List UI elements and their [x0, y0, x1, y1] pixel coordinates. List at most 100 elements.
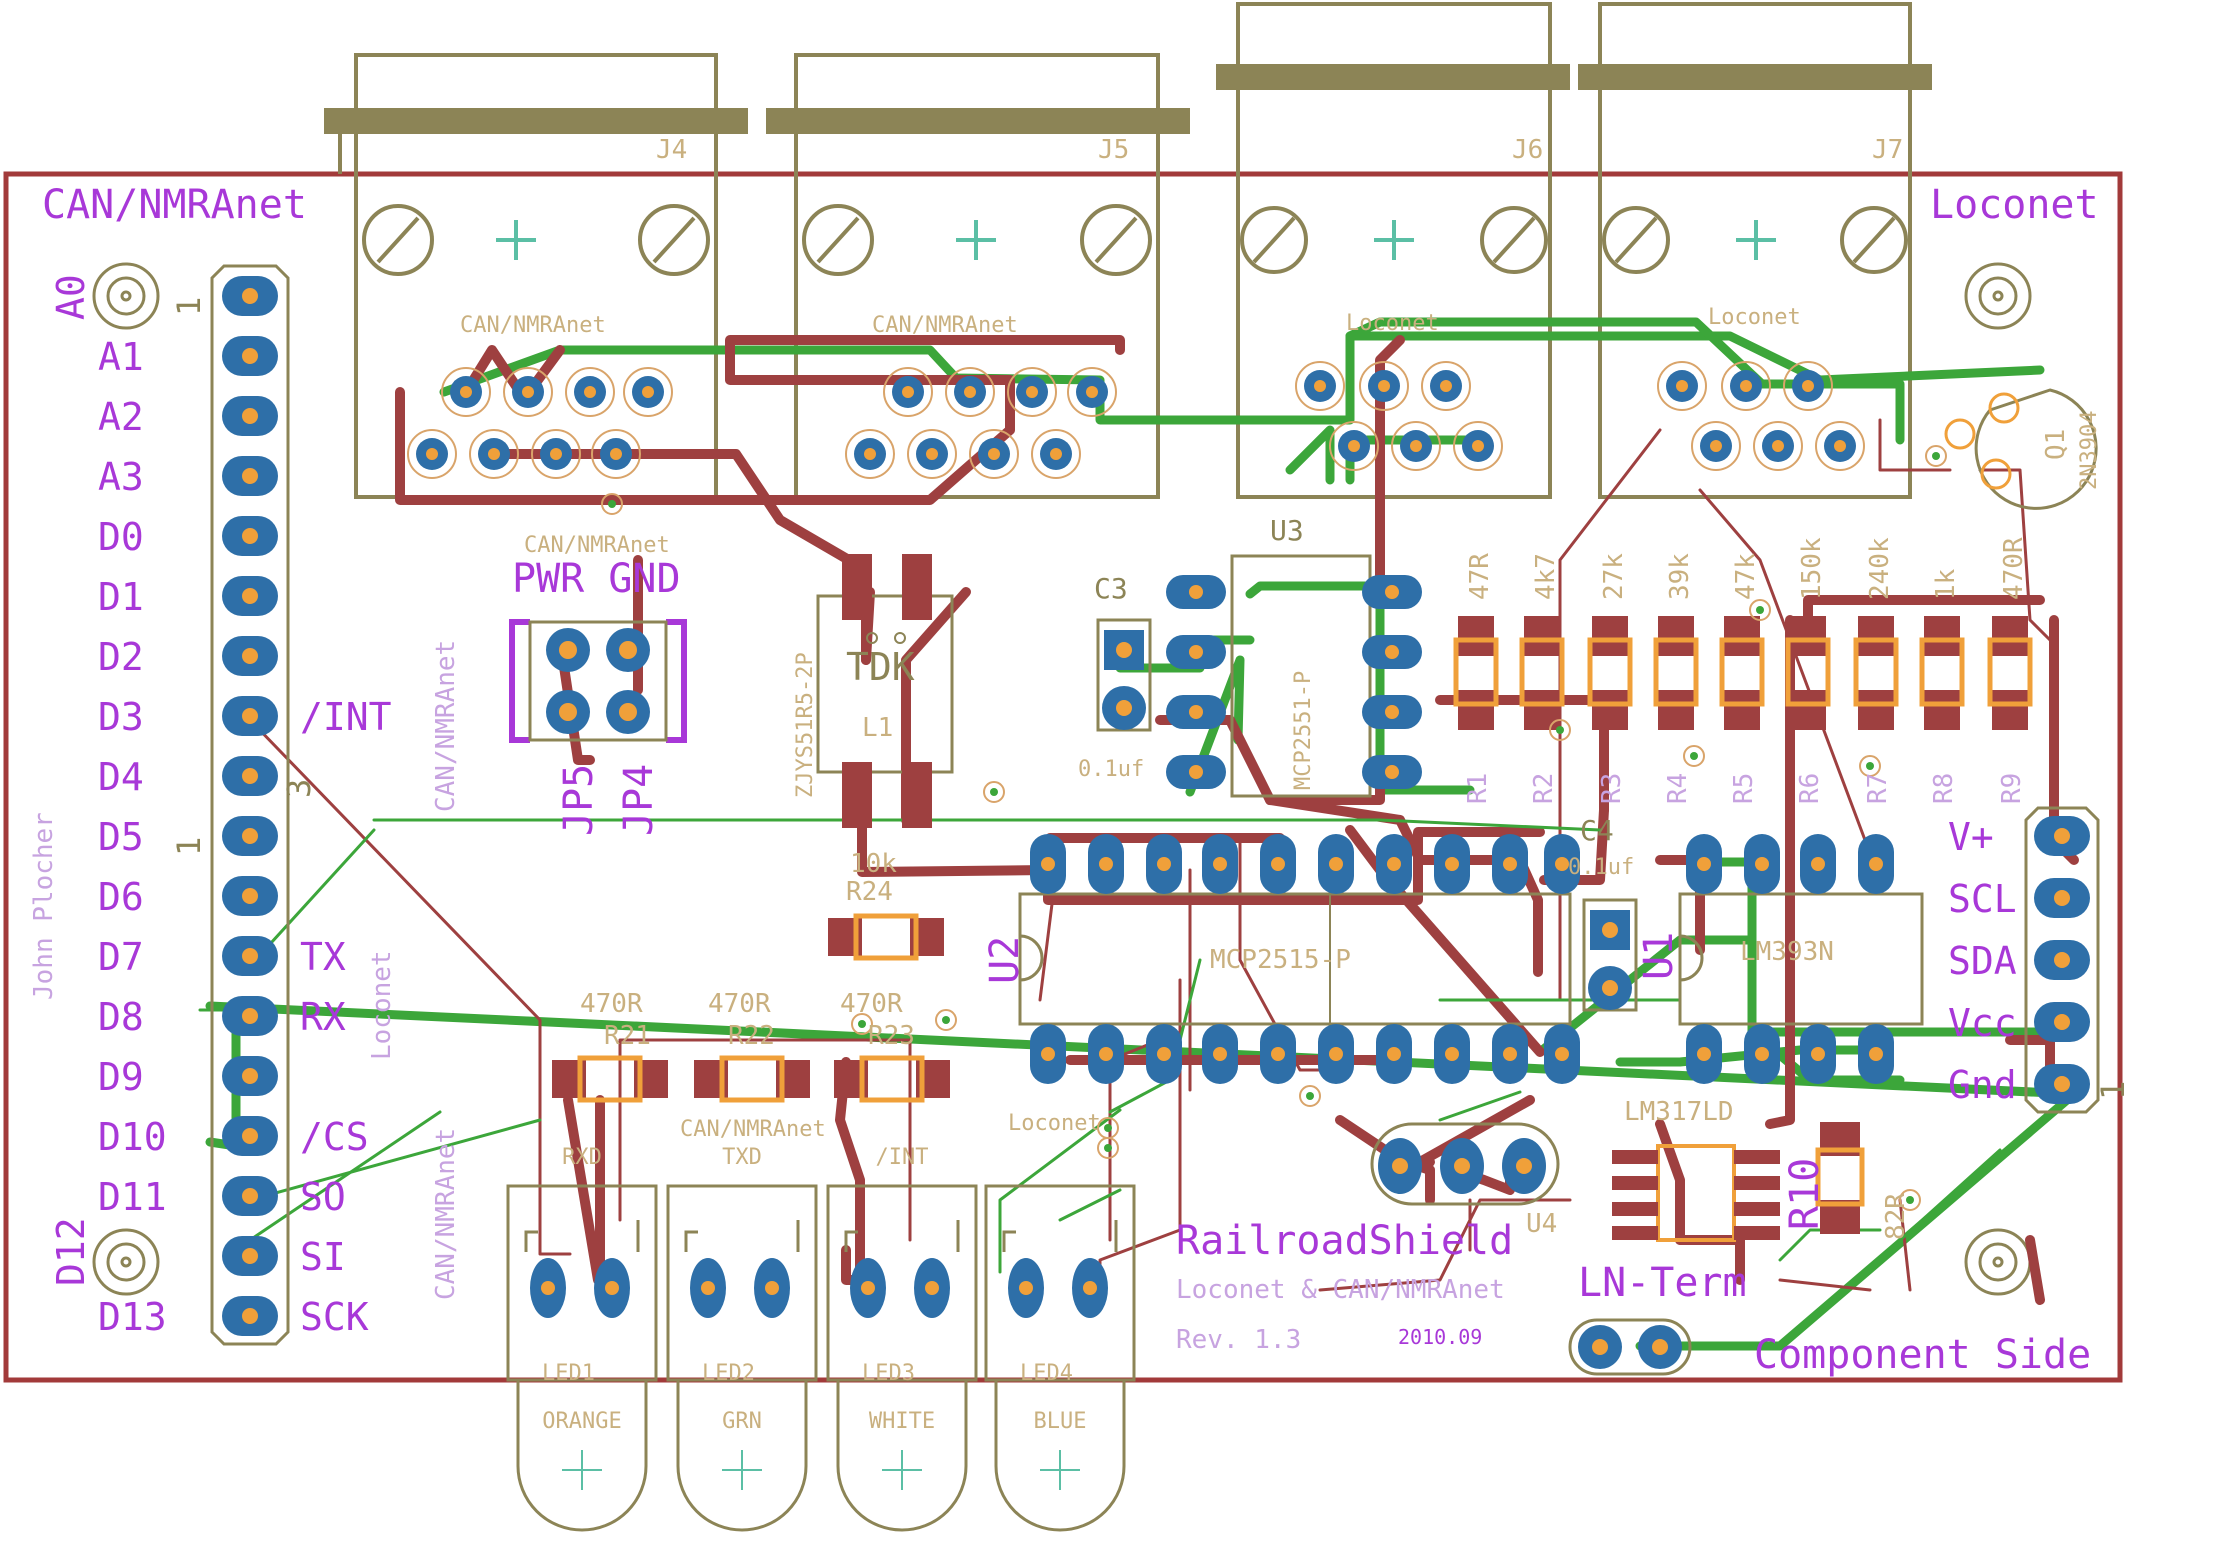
header-pad-d11 — [222, 1176, 278, 1216]
led-row — [506, 1184, 1136, 1532]
via — [1899, 1189, 1921, 1211]
r10-value: 82R — [1881, 1193, 1911, 1240]
header-pad-d4 — [222, 756, 278, 796]
board-date: 2010.09 — [1398, 1325, 1482, 1349]
resistor-r21 — [552, 1055, 668, 1103]
connector-j6 — [1216, 2, 1570, 499]
u1-pin — [1744, 834, 1780, 894]
u2-pin — [1318, 1024, 1354, 1084]
led-color-led4: BLUE — [1034, 1409, 1087, 1434]
vias — [601, 445, 1947, 1211]
via-drill — [1932, 452, 1940, 460]
led-led1 — [506, 1184, 658, 1532]
right-pin-label-gnd: Gnd — [1948, 1063, 2017, 1107]
header-pad-d12 — [222, 1236, 278, 1276]
c3-ref: C3 — [1094, 572, 1128, 605]
l1-ref: L1 — [862, 713, 893, 743]
pin-label-a0: A0 — [49, 274, 93, 320]
pin-label-a2: A2 — [98, 395, 144, 439]
j6-label: Loconet — [1346, 311, 1439, 336]
header-left-pads — [222, 276, 278, 1336]
resistor-value-r9: 470R — [1999, 537, 2029, 600]
via — [1683, 745, 1705, 767]
header-right-pad-sda — [2034, 940, 2090, 980]
pin-label-d10: D10 — [98, 1115, 167, 1159]
resistor-ref-r8: R8 — [1929, 773, 1959, 804]
led-color-led1: ORANGE — [542, 1409, 621, 1434]
resistor-r22 — [694, 1055, 810, 1103]
j5-bottom-pin — [1031, 429, 1081, 479]
u1-ref: U1 — [1636, 932, 1682, 980]
via — [983, 781, 1005, 803]
resistor-value-r8: 1k — [1931, 568, 1961, 600]
right-pin-label-sda: SDA — [1948, 939, 2017, 983]
led-ref-led3: LED3 — [862, 1361, 915, 1386]
u2-ref: U2 — [982, 936, 1028, 984]
u2-pin — [1492, 1024, 1528, 1084]
via — [1299, 1085, 1321, 1107]
j7-bottom-pin — [1815, 421, 1865, 471]
resistor-r6 — [1785, 616, 1831, 730]
via-drill — [1866, 762, 1874, 770]
u2-pin — [1202, 1024, 1238, 1084]
u1-pin — [1858, 1024, 1894, 1084]
u2-pin — [1030, 834, 1066, 894]
r21-value: 470R — [580, 989, 643, 1019]
resistor-value-r3: 27k — [1599, 553, 1629, 600]
jumper-title: PWR GND — [512, 556, 681, 602]
header-right-outline — [2024, 806, 2100, 1114]
j5-top-pin — [945, 367, 995, 417]
resistor-bank — [1453, 616, 2033, 730]
u1-pin — [1686, 1024, 1722, 1084]
connector-j5 — [766, 53, 1190, 499]
chip-u3 — [1230, 554, 1372, 798]
via — [851, 1013, 873, 1035]
connector-j7 — [1578, 2, 1932, 499]
pin-function-d7: TX — [300, 935, 346, 979]
via-drill — [1306, 1092, 1314, 1100]
pin-label-d9: D9 — [98, 1055, 144, 1099]
j7-label: Loconet — [1708, 305, 1801, 330]
header-right-pad-vplus — [2034, 816, 2090, 856]
pin-label-d8: D8 — [98, 995, 144, 1039]
u2-pin — [1030, 1024, 1066, 1084]
resistor-bank-labels: 47RR14k7R227kR339kR447kR5150kR6240kR71kR… — [1463, 537, 2029, 804]
led-ref-led2: LED2 — [702, 1361, 755, 1386]
resistor-value-r7: 240k — [1865, 537, 1895, 600]
pin-function-d13: SCK — [300, 1295, 369, 1339]
j6-top-pin — [1359, 361, 1409, 411]
pin-label-d11: D11 — [98, 1175, 167, 1219]
j7-bottom-pin — [1753, 421, 1803, 471]
j6-top-pin — [1295, 361, 1345, 411]
header-pad-a2 — [222, 396, 278, 436]
u1-pin — [1800, 834, 1836, 894]
resistor-r5 — [1719, 616, 1765, 730]
via-drill — [1690, 752, 1698, 760]
header-num-3: 3 — [280, 779, 318, 798]
j7-top-pin — [1657, 361, 1707, 411]
j7-top-pin — [1783, 361, 1833, 411]
board-subtitle: Loconet & CAN/NMRAnet — [1176, 1275, 1505, 1305]
j4-bottom-pin — [591, 429, 641, 479]
right-pin-label-vcc: Vcc — [1948, 1001, 2017, 1045]
header-pad-d3 — [222, 696, 278, 736]
via-drill — [608, 500, 616, 508]
header-pad-a1 — [222, 336, 278, 376]
via — [1925, 445, 1947, 467]
j7-bottom-pin — [1691, 421, 1741, 471]
l1-mark: TDK — [846, 645, 915, 689]
j4-top-pin — [503, 367, 553, 417]
j5-top-pin — [1067, 367, 1117, 417]
pin-function-d11: SO — [300, 1175, 346, 1219]
c4-value: 0.1uf — [1568, 855, 1634, 880]
via-drill — [858, 1020, 866, 1028]
header-right-pad-vcc — [2034, 1002, 2090, 1042]
j5-label: CAN/NMRAnet — [872, 313, 1018, 338]
right-pin-label-vplus: V+ — [1948, 815, 1994, 859]
led-signal-led2: TXD — [722, 1145, 762, 1170]
resistor-ref-r1: R1 — [1463, 773, 1493, 804]
